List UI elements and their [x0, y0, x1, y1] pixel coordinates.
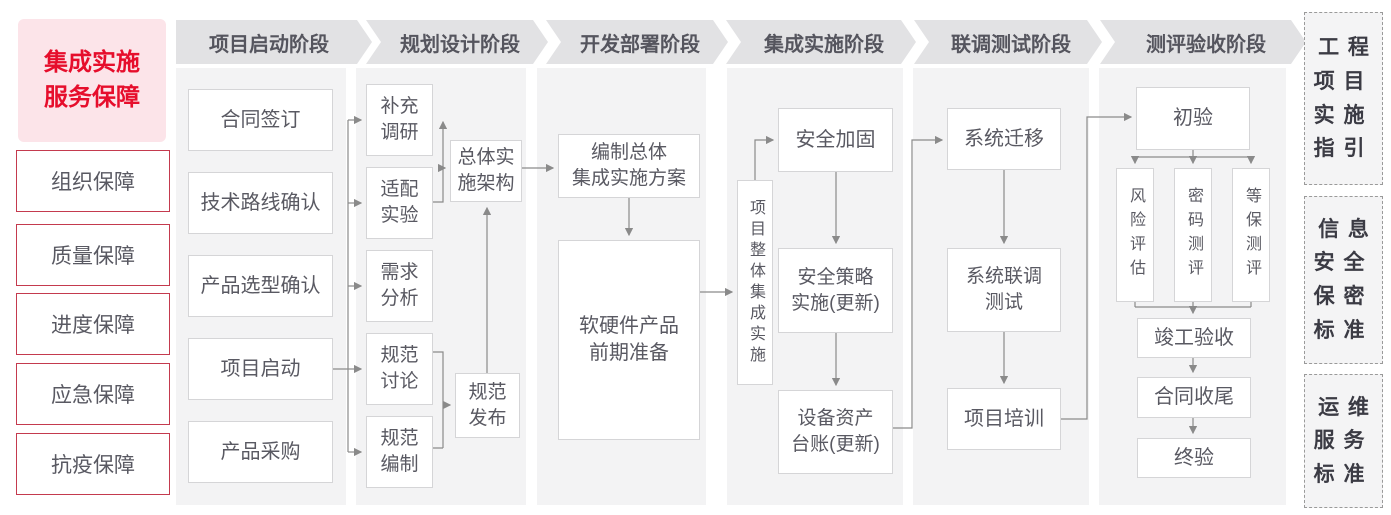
node-product-purchase: 产品采购 [188, 421, 333, 483]
node-crypto-eval: 密码测评 [1174, 168, 1212, 302]
node-project-kickoff: 项目启动 [188, 338, 333, 400]
node-overall-integration: 项目整体集成实施 [737, 180, 773, 385]
standard-infosec-confidentiality: 信息 安全 保密 标准 [1304, 196, 1383, 364]
node-product-select: 产品选型确认 [188, 255, 333, 317]
node-initial-acceptance: 初验 [1136, 87, 1250, 150]
phase-header-acceptance: 测评验收阶段 [1100, 20, 1306, 64]
node-overall-arch: 总体实 施架构 [450, 140, 522, 202]
node-project-training: 项目培训 [947, 388, 1061, 450]
guarantee-item-pandemic: 抗疫保障 [16, 433, 170, 495]
node-supplement-research: 补充 调研 [366, 84, 433, 156]
node-security-policy: 安全策略 实施(更新) [778, 248, 893, 333]
phase-header-kickoff: 项目启动阶段 [176, 20, 372, 64]
guarantee-item-schedule: 进度保障 [16, 293, 170, 355]
node-joint-debug: 系统联调 测试 [947, 248, 1061, 332]
node-risk-assessment: 风险评估 [1116, 168, 1154, 302]
node-spec-release: 规范 发布 [455, 373, 520, 438]
phase-header-planning: 规划设计阶段 [366, 20, 548, 64]
guarantee-item-emergency: 应急保障 [16, 363, 170, 425]
node-tech-route: 技术路线确认 [188, 172, 333, 234]
phase-header-testing: 联调测试阶段 [914, 20, 1102, 64]
node-spec-compilation: 规范 编制 [366, 416, 433, 488]
node-adaptation-test: 适配 实验 [366, 167, 433, 239]
node-spec-discussion: 规范 讨论 [366, 333, 433, 405]
guarantee-item-organization: 组织保障 [16, 150, 170, 212]
guarantee-item-quality: 质量保障 [16, 224, 170, 286]
phase-header-integration: 集成实施阶段 [726, 20, 916, 64]
node-compile-plan: 编制总体 集成实施方案 [558, 134, 700, 198]
node-security-hardening: 安全加固 [778, 108, 893, 172]
node-contract-sign: 合同签订 [188, 89, 333, 151]
node-contract-closure: 合同收尾 [1137, 377, 1251, 418]
diagram-title: 集成实施 服务保障 [18, 19, 166, 142]
node-completion-acceptance: 竣工验收 [1137, 318, 1251, 358]
phase-header-deployment: 开发部署阶段 [546, 20, 728, 64]
standard-ops-service: 运维 服务 标准 [1304, 374, 1383, 508]
node-hw-sw-prep: 软硬件产品 前期准备 [558, 240, 700, 440]
node-final-acceptance: 终验 [1137, 438, 1251, 478]
standard-project-guideline: 工程 项目 实施 指引 [1304, 12, 1383, 185]
node-requirement-analysis: 需求 分析 [366, 250, 433, 322]
node-asset-ledger: 设备资产 台账(更新) [778, 390, 893, 474]
node-system-migration: 系统迁移 [947, 108, 1061, 170]
node-mlps-eval: 等保测评 [1232, 168, 1270, 302]
